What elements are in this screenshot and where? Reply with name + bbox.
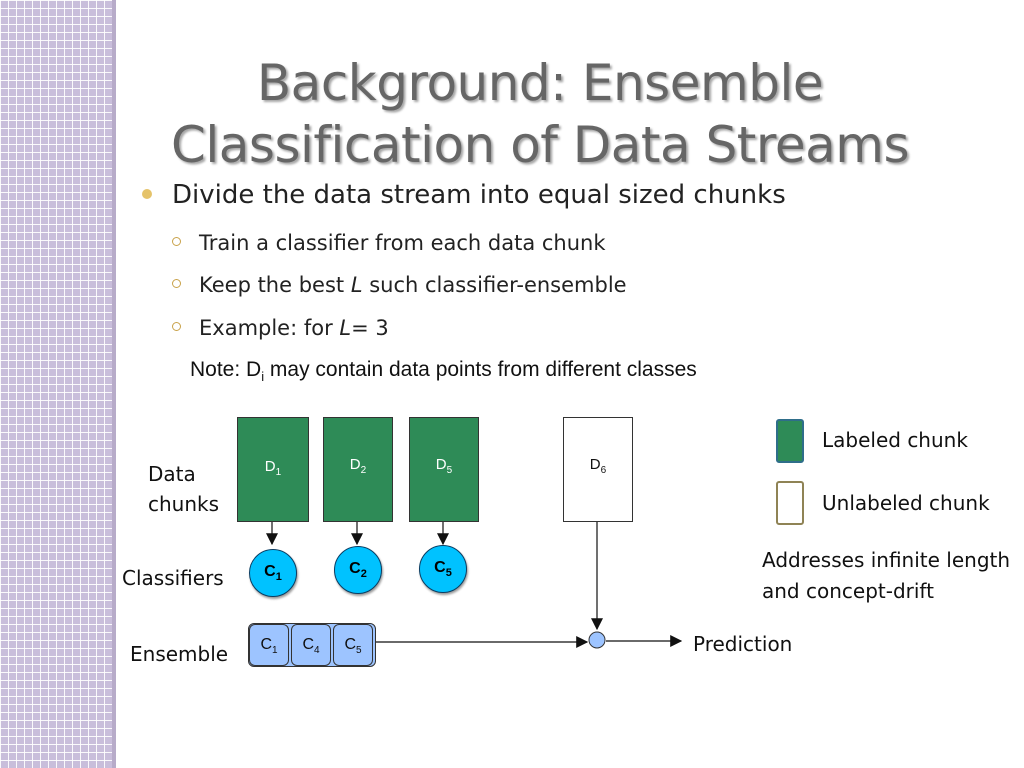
ensemble-c4-letter: C (302, 636, 314, 653)
combiner-node (588, 631, 606, 649)
chunk-d2-letter: D (349, 456, 361, 473)
note-sub: i (261, 369, 265, 385)
chunk-d1-letter: D (264, 458, 276, 475)
label-ensemble: Ensemble (130, 642, 229, 666)
chunk-d6-letter: D (589, 456, 601, 473)
legend-unlabeled-swatch (776, 481, 804, 525)
sub-bullet-3-pre: Example: for (199, 316, 340, 340)
note-post: may contain data points from different c… (264, 358, 697, 381)
sub-bullet-3: Example: for L= 3 (172, 316, 389, 340)
ensemble-c5-letter: C (344, 636, 356, 653)
chunk-d5-sub: 5 (446, 465, 453, 476)
ensemble-c4: C4 (291, 624, 331, 666)
label-data: Data (148, 462, 196, 486)
chunk-d1: D1 (237, 417, 309, 522)
ring-bullet-icon (172, 278, 181, 288)
chunk-d2: D2 (323, 417, 393, 522)
title-line-2: Classification of Data Streams (170, 116, 910, 174)
classifier-c5-letter: C (434, 559, 446, 576)
classifier-c2-sub: 2 (360, 568, 367, 581)
sub-bullet-3-post: = 3 (351, 316, 389, 340)
note-text: Note: Di may contain data points from di… (190, 358, 697, 384)
sub-bullet-1-text: Train a classifier from each data chunk (199, 231, 606, 255)
ensemble-c1-sub: 1 (272, 645, 278, 657)
chunk-d6: D6 (563, 417, 633, 522)
sub-bullet-2-var: L (350, 273, 363, 297)
addresses-line-1: Addresses infinite length (762, 548, 1011, 572)
chunk-d2-sub: 2 (360, 465, 367, 476)
legend-labeled-swatch (776, 419, 804, 463)
chunk-d1-sub: 1 (275, 467, 282, 478)
classifier-c2: C2 (334, 546, 382, 594)
ring-bullet-icon (172, 236, 181, 246)
classifier-c1: C1 (249, 549, 297, 597)
classifier-c1-sub: 1 (275, 571, 282, 584)
sub-bullet-3-var: L (339, 316, 352, 340)
note-pre: Note: D (190, 358, 262, 381)
classifier-c5: C5 (419, 545, 467, 593)
label-classifiers: Classifiers (122, 566, 224, 590)
chunk-d6-sub: 6 (600, 465, 607, 476)
sub-bullet-2-post: such classifier-ensemble (362, 273, 627, 297)
classifier-c1-letter: C (264, 563, 276, 580)
ensemble-c5: C5 (333, 624, 373, 666)
classifier-c2-letter: C (349, 560, 361, 577)
legend-unlabeled-label: Unlabeled chunk (822, 491, 990, 515)
sub-bullet-1: Train a classifier from each data chunk (172, 231, 606, 255)
classifier-c5-sub: 5 (445, 567, 452, 580)
sub-bullet-2-pre: Keep the best (199, 273, 351, 297)
addresses-line-2: and concept-drift (762, 579, 934, 603)
chunk-d5-letter: D (435, 456, 447, 473)
title-line-1: Background: Ensemble (256, 54, 824, 112)
ensemble-c4-sub: 4 (314, 645, 320, 657)
ensemble-group: C1 C4 C5 (248, 623, 376, 667)
chunk-d5: D5 (409, 417, 479, 522)
label-chunks: chunks (148, 492, 220, 516)
legend-labeled-label: Labeled chunk (822, 428, 968, 452)
slide-title: Background: Ensemble Classification of D… (120, 52, 960, 176)
decorative-sidebar (0, 0, 112, 768)
ensemble-c5-sub: 5 (356, 645, 362, 657)
label-prediction: Prediction (693, 632, 793, 656)
bullet-dot-icon (142, 189, 152, 199)
sub-bullet-2: Keep the best L such classifier-ensemble (172, 273, 627, 297)
ensemble-c1: C1 (249, 624, 289, 666)
sidebar-border (112, 0, 116, 768)
main-bullet: Divide the data stream into equal sized … (172, 180, 786, 210)
ring-bullet-icon (172, 321, 181, 331)
ensemble-c1-letter: C (260, 636, 272, 653)
